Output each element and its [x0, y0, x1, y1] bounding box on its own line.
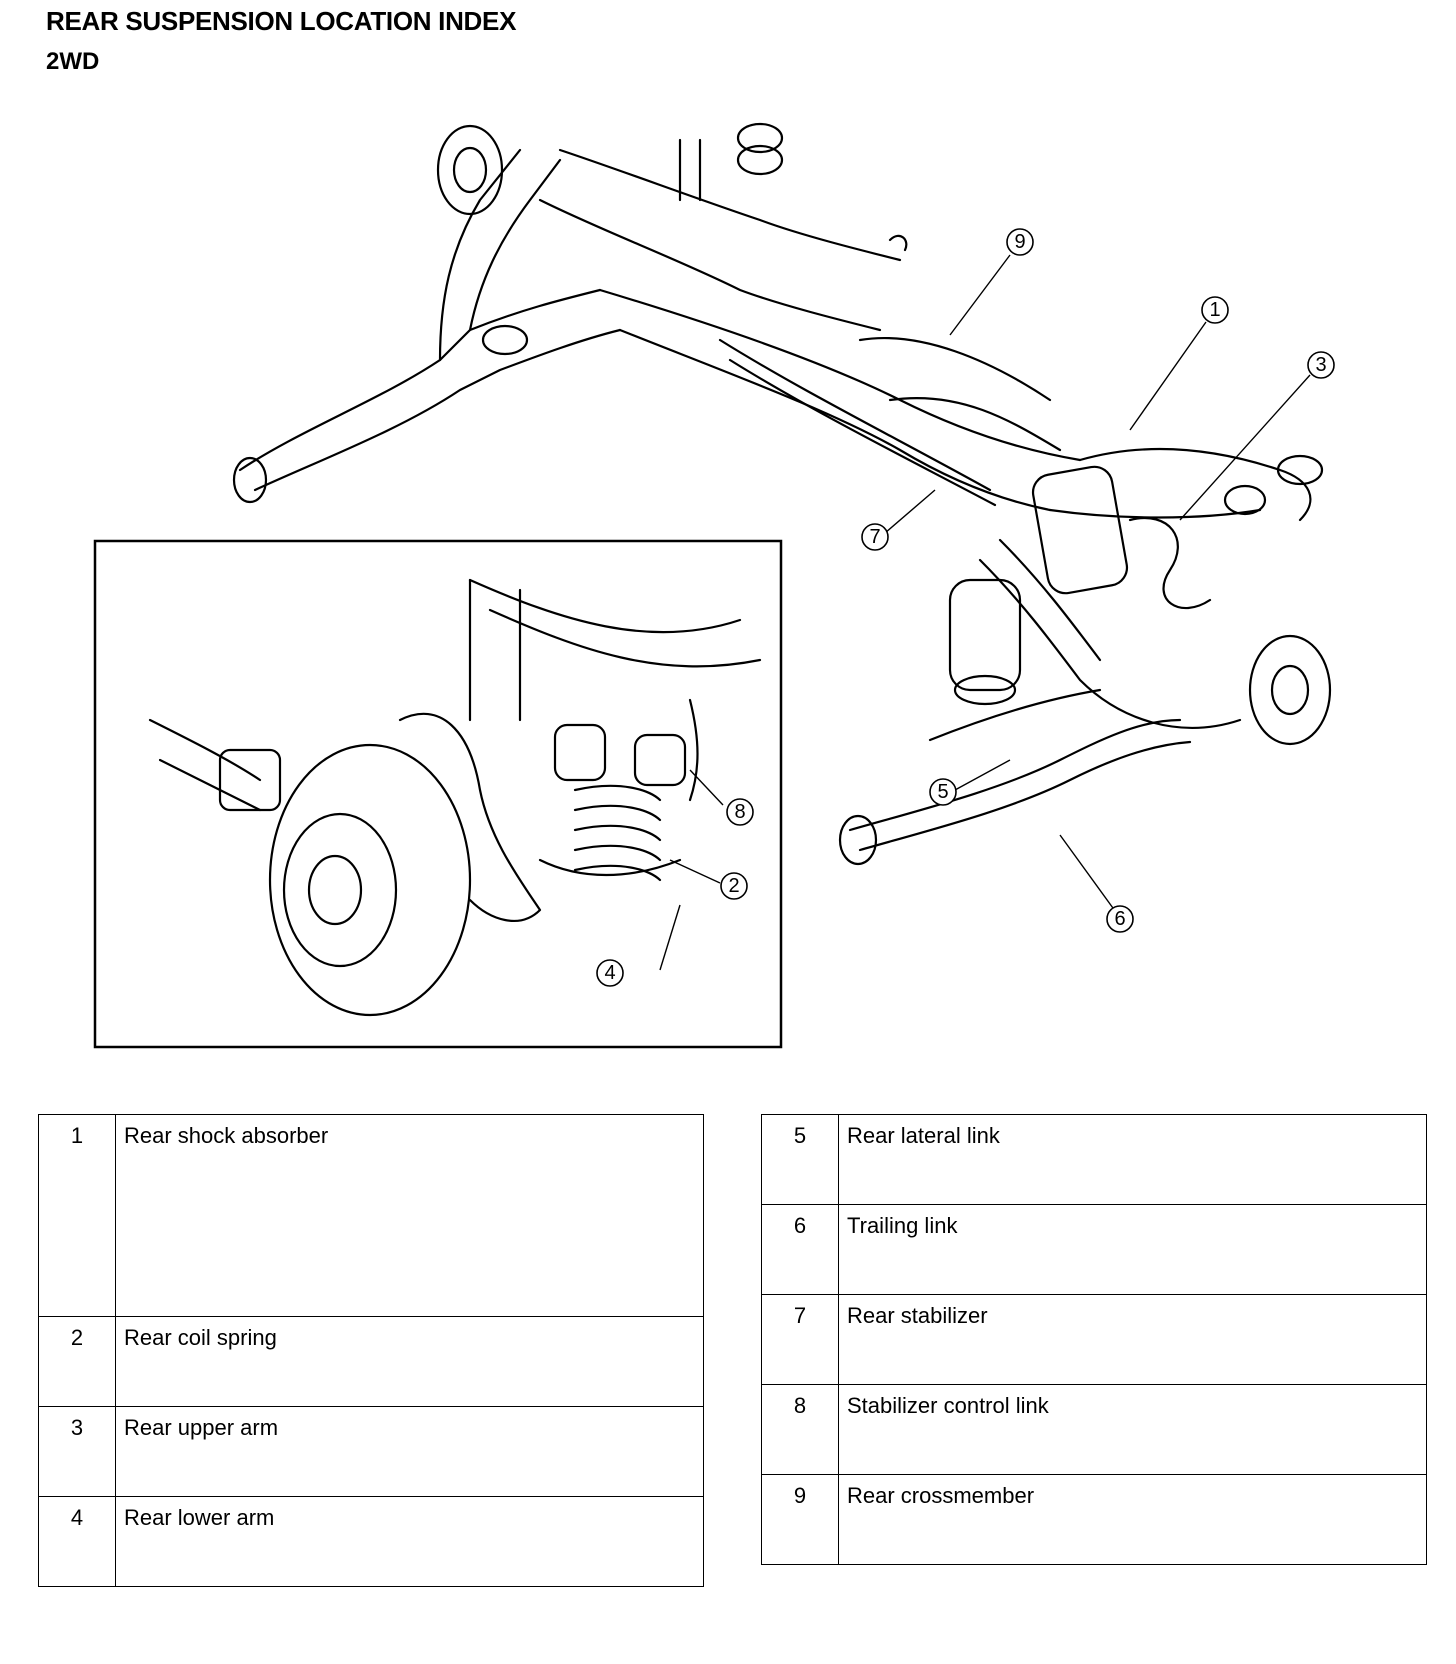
- inset-lower-arm: [538, 858, 682, 877]
- callout-2-label: 2: [728, 875, 739, 897]
- index-number: 6: [761, 1204, 839, 1295]
- table-row: 5 Rear lateral link: [761, 1114, 1427, 1205]
- table-row: 7 Rear stabilizer: [761, 1294, 1427, 1385]
- callout-7: [861, 523, 889, 551]
- inset-brake-disc: [268, 743, 472, 1017]
- table-row: 9 Rear crossmember: [761, 1474, 1427, 1565]
- index-label: Rear coil spring: [115, 1316, 704, 1407]
- callout-1-label: 1: [1209, 299, 1220, 321]
- index-label: Trailing link: [838, 1204, 1427, 1295]
- table-row: 2 Rear coil spring: [38, 1316, 704, 1407]
- callout-5-label: 5: [937, 781, 948, 803]
- callout-6-label: 6: [1114, 908, 1125, 930]
- lateral-link: [928, 688, 1102, 742]
- index-label: Rear stabilizer: [838, 1294, 1427, 1385]
- index-number: 3: [38, 1406, 116, 1497]
- table-row: 6 Trailing link: [761, 1204, 1427, 1295]
- inset-coil-spring: [573, 784, 662, 882]
- index-table-right: 5 Rear lateral link 6 Trailing link 7 Re…: [761, 1114, 1427, 1565]
- index-label: Rear upper arm: [115, 1406, 704, 1497]
- index-number: 5: [761, 1114, 839, 1205]
- left-frame-arm: [238, 288, 602, 472]
- callout-3-label: 3: [1315, 354, 1326, 376]
- callout-8: [726, 798, 754, 826]
- callout-2: [720, 872, 748, 900]
- callout-8-label: 8: [734, 801, 745, 823]
- callout-9-label: 9: [1014, 231, 1025, 253]
- index-label: Rear crossmember: [838, 1474, 1427, 1565]
- right-hub: [1248, 634, 1332, 746]
- index-number: 4: [38, 1496, 116, 1587]
- table-row: 8 Stabilizer control link: [761, 1384, 1427, 1475]
- trailing-link: [848, 718, 1182, 832]
- inset-frame: [93, 539, 783, 1049]
- suspension-diagram: 1 2 3 4 5 6 7 8 9: [93, 122, 1335, 1049]
- callout-6: [1106, 905, 1134, 933]
- index-number: 7: [761, 1294, 839, 1385]
- callout-1: [1201, 296, 1229, 324]
- page-title: REAR SUSPENSION LOCATION INDEX: [46, 6, 517, 36]
- table-row: 1 Rear shock absorber: [38, 1114, 704, 1317]
- index-number: 9: [761, 1474, 839, 1565]
- stabilizer-bar: [718, 338, 992, 492]
- table-row: 4 Rear lower arm: [38, 1496, 704, 1587]
- index-label: Rear lateral link: [838, 1114, 1427, 1205]
- index-number: 8: [761, 1384, 839, 1475]
- upper-beam: [558, 148, 902, 262]
- index-table-left: 1 Rear shock absorber 2 Rear coil spring…: [38, 1114, 704, 1587]
- callout-4: [596, 959, 624, 987]
- left-hub: [436, 124, 504, 216]
- callout-3: [1307, 351, 1335, 379]
- index-number: 1: [38, 1114, 116, 1317]
- callout-7-label: 7: [869, 526, 880, 548]
- right-shock: [1031, 465, 1129, 595]
- callout-9: [1006, 228, 1034, 256]
- index-label: Rear lower arm: [115, 1496, 704, 1587]
- callout-5: [929, 778, 957, 806]
- index-label: Rear shock absorber: [115, 1114, 704, 1317]
- index-number: 2: [38, 1316, 116, 1407]
- table-row: 3 Rear upper arm: [38, 1406, 704, 1497]
- index-label: Stabilizer control link: [838, 1384, 1427, 1475]
- callout-4-label: 4: [604, 962, 615, 984]
- crossmember-beam: [598, 288, 1082, 462]
- page-subtitle: 2WD: [46, 48, 100, 75]
